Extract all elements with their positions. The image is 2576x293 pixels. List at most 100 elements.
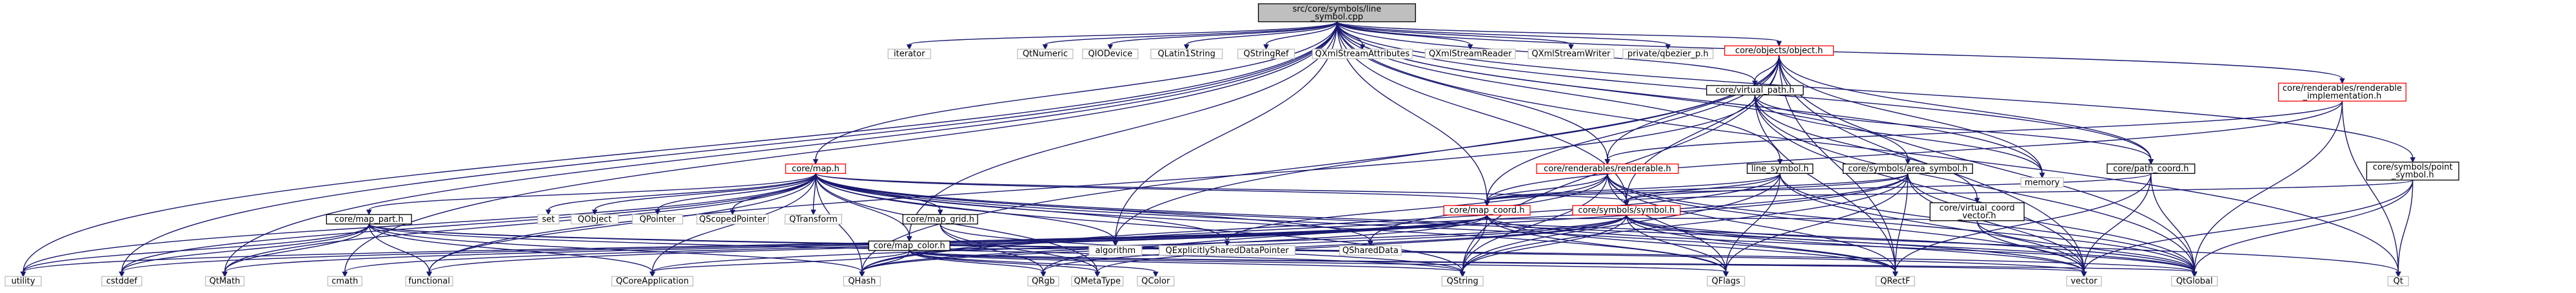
edge-map-color-to-qrgb	[909, 250, 1047, 278]
edge-map-color-to-qtglobal	[909, 250, 2197, 278]
node-qobject: QObject	[571, 214, 619, 225]
node-box	[2020, 177, 2064, 188]
node-label: QString	[1447, 277, 1479, 287]
node-label: core/renderables/renderable	[2283, 84, 2402, 93]
node-label: core/renderables/renderable.h	[1544, 164, 1671, 174]
node-qrgb: QRgb	[1027, 276, 1059, 287]
node-box	[696, 214, 769, 225]
node-label: QSharedData	[1342, 246, 1399, 256]
edge-map-to-map-coord	[815, 173, 1490, 207]
node-label: core/map_coord.h	[1450, 206, 1525, 216]
node-label: _symbol.h	[2391, 171, 2434, 180]
node-algorithm: algorithm	[1088, 245, 1143, 256]
node-map[interactable]: core/map.h	[785, 164, 847, 174]
node-box	[1027, 276, 1059, 287]
node-label: _implementation.h	[2303, 91, 2382, 101]
node-label: QXmlStreamReader	[1429, 50, 1512, 59]
node-label: QXmlStreamWriter	[1531, 50, 1611, 59]
edge-root-to-qstringref	[1263, 21, 1338, 50]
edge-root-to-qxmlwriter	[1336, 21, 1574, 50]
edge-virtual-path-to-memory	[1754, 95, 2045, 179]
edge-map-to-map-color	[815, 173, 912, 242]
node-box	[1443, 205, 1531, 216]
node-label: iterator	[894, 50, 925, 59]
node-label: QScopedPointer	[699, 215, 766, 225]
node-qshareddata: QSharedData	[1339, 245, 1402, 256]
node-box	[1150, 48, 1223, 59]
node-label: QPointer	[640, 215, 676, 225]
node-qrectf: QRectF	[1875, 276, 1915, 287]
node-box	[1724, 45, 1834, 56]
node-point-symbol[interactable]: core/symbols/point_symbol.h	[2366, 162, 2459, 181]
node-object[interactable]: core/objects/object.h	[1724, 45, 1834, 56]
node-box	[902, 214, 978, 225]
node-label: utility	[11, 277, 35, 287]
node-box	[1707, 276, 1745, 287]
node-qlatin1string: QLatin1String	[1150, 48, 1223, 59]
edge-path-coord-to-map-coord	[1484, 173, 2152, 207]
node-box	[1572, 205, 1681, 216]
node-box	[1137, 276, 1175, 287]
node-vector: vector	[2066, 276, 2102, 287]
edge-map-to-qobject	[592, 173, 816, 216]
node-area-symbol[interactable]: core/symbols/area_symbol.h	[1842, 164, 1973, 174]
node-virtual-coord[interactable]: core/virtual_coord_vector.h	[1929, 202, 2025, 222]
node-box	[784, 214, 843, 225]
node-label: QLatin1String	[1157, 50, 1215, 59]
node-box	[868, 240, 950, 251]
node-qcolor: QColor	[1137, 276, 1175, 287]
node-set: set	[537, 214, 560, 225]
node-map-color[interactable]: core/map_color.h	[868, 240, 950, 251]
node-box	[1746, 164, 1814, 174]
node-cmath: cmath	[327, 276, 362, 287]
node-box	[1622, 48, 1714, 59]
node-qxmlreader: QXmlStreamReader	[1424, 48, 1516, 59]
edge-root-to-iterator	[906, 21, 1338, 50]
node-box	[1528, 48, 1615, 59]
node-map-part[interactable]: core/map_part.h	[326, 214, 412, 225]
edge-root-to-object	[1336, 21, 1782, 47]
node-qstringref: QStringRef	[1237, 48, 1295, 59]
node-qhash: QHash	[843, 276, 881, 287]
node-label: QColor	[1141, 277, 1170, 287]
node-box	[1875, 276, 1915, 287]
node-box	[1017, 48, 1074, 59]
node-root[interactable]: src/core/symbols/line_symbol.cpp	[1257, 3, 1416, 23]
node-layer: src/core/symbols/line_symbol.cpp iterator…	[5, 3, 2459, 287]
node-label: core/virtual_path.h	[1715, 86, 1794, 95]
node-qtransform: QTransform	[784, 214, 843, 225]
edge-map-to-set	[546, 173, 816, 216]
node-cstddef: cstddef	[101, 276, 143, 287]
node-label: core/virtual_coord	[1940, 203, 2015, 213]
node-path-coord[interactable]: core/path_coord.h	[2107, 164, 2196, 174]
node-box	[1159, 245, 1296, 256]
node-map-grid[interactable]: core/map_grid.h	[902, 214, 978, 225]
node-box	[1237, 48, 1295, 59]
node-box	[1424, 48, 1516, 59]
node-label: private/qbezier_p.h	[1627, 50, 1709, 59]
node-box	[5, 276, 42, 287]
node-renderable-impl[interactable]: core/renderables/renderable_implementati…	[2277, 82, 2406, 102]
node-symbol[interactable]: core/symbols/symbol.h	[1572, 205, 1681, 216]
node-bezier: private/qbezier_p.h	[1622, 48, 1714, 59]
edge-symbol-to-qrectf	[1626, 214, 1898, 278]
node-map-coord[interactable]: core/map_coord.h	[1443, 205, 1531, 216]
edge-object-to-renderable	[1604, 55, 1780, 165]
node-memory: memory	[2020, 177, 2064, 188]
node-label: core/objects/object.h	[1735, 46, 1823, 56]
node-label: core/map.h	[792, 164, 840, 174]
node-virtual-path[interactable]: core/virtual_path.h	[1706, 85, 1804, 95]
node-box	[326, 214, 412, 225]
edge-symbol-to-qt	[1626, 214, 2401, 278]
node-label: QExplicitlySharedDataPointer	[1166, 246, 1290, 256]
node-label: core/symbols/symbol.h	[1578, 206, 1675, 216]
node-renderable[interactable]: core/renderables/renderable.h	[1536, 164, 1679, 174]
edge-map-part-to-cstddef	[119, 223, 369, 278]
node-label: QStringRef	[1244, 50, 1289, 59]
node-label: src/core/symbols/line	[1293, 5, 1381, 14]
node-label: QtNumeric	[1023, 50, 1068, 59]
node-line-symbol[interactable]: line_symbol.h	[1746, 164, 1814, 174]
node-box	[1536, 164, 1679, 174]
node-box	[1088, 245, 1143, 256]
